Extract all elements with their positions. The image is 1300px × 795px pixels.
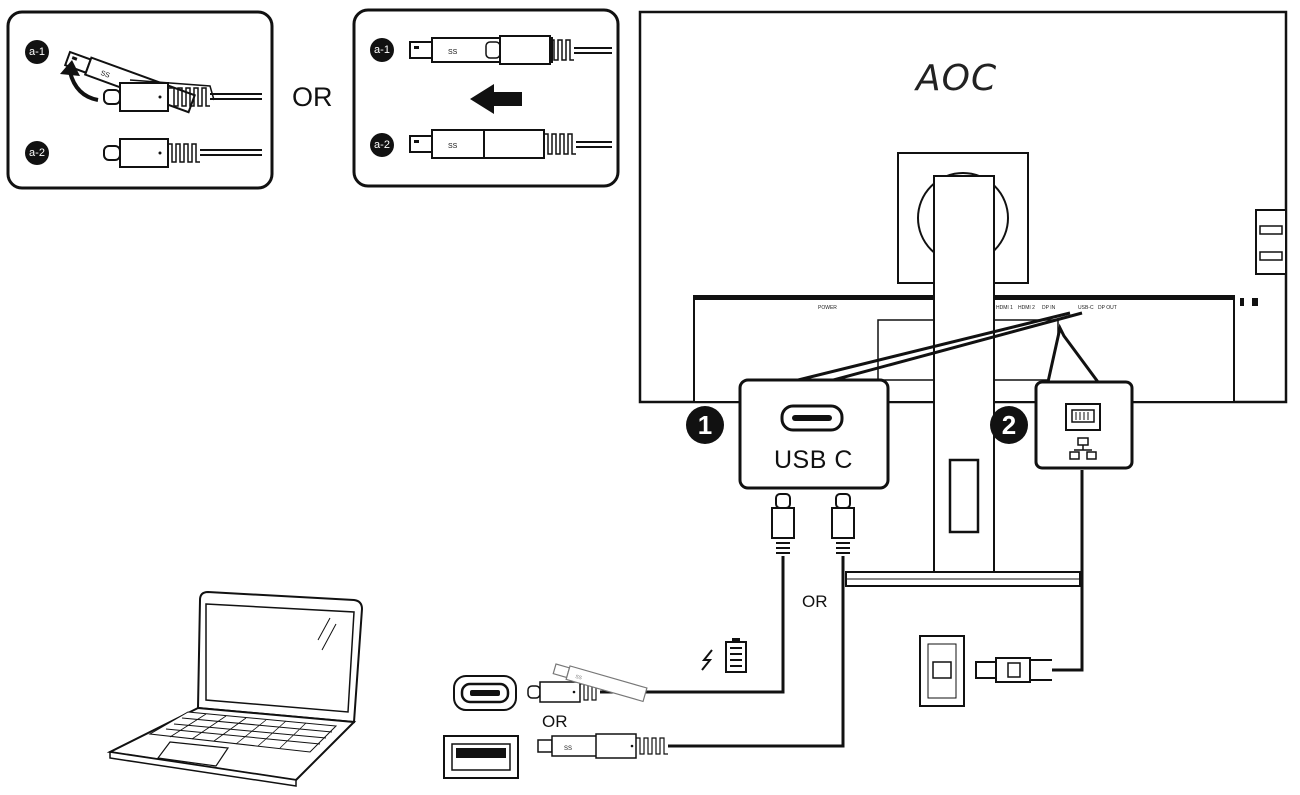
svg-text:SS: SS <box>448 49 458 56</box>
usb-c-plug-icon <box>103 79 262 112</box>
callout-number-1: 1 <box>686 406 724 444</box>
svg-text:SS: SS <box>574 674 583 682</box>
usb-c-cable <box>600 493 795 694</box>
network-icon <box>1069 437 1097 460</box>
lan-callout <box>1034 380 1134 470</box>
port-label-dp-in: DP IN <box>1042 305 1056 311</box>
step-badge-a1: a-1 <box>370 38 394 62</box>
usb-c-port-icon <box>453 675 517 711</box>
usb-c-plug-icon <box>103 138 262 168</box>
port-label-dp-out: DP OUT <box>1098 305 1117 311</box>
rj45-port-icon <box>1065 403 1101 431</box>
laptop-icon <box>106 590 364 787</box>
step-badge-a1: a-1 <box>25 40 49 64</box>
callout-number-2: 2 <box>990 406 1028 444</box>
arrow-icon <box>470 84 522 114</box>
monitor-back <box>638 10 1288 587</box>
brand-logo: AOC <box>916 58 998 99</box>
svg-text:SS: SS <box>564 746 572 752</box>
left-adapter-panel: SS <box>6 10 274 190</box>
step-badge-a2: a-2 <box>25 141 49 165</box>
svg-text:SS: SS <box>448 143 458 150</box>
port-label-hdmi1: HDMI 1 <box>996 305 1013 311</box>
port-label-hdmi2: HDMI 2 <box>1018 305 1035 311</box>
step-label: a-2 <box>29 147 45 159</box>
rj45-plug-icon <box>975 657 1052 683</box>
step-label: a-1 <box>29 46 45 58</box>
usb-c-callout <box>738 378 890 490</box>
battery-charging-icon <box>701 638 747 673</box>
usb-c-label: USB C <box>774 446 853 474</box>
usb-c-to-a-adapter-icon: SS <box>537 733 668 759</box>
or-cable-label: OR <box>802 592 828 611</box>
arrow-icon <box>68 71 99 102</box>
right-adapter-panel: SS SS <box>352 8 620 188</box>
or-separator-label: OR <box>292 82 333 112</box>
svg-text:SS: SS <box>99 70 110 80</box>
step-label: a-2 <box>374 139 390 151</box>
usb-c-cable <box>668 493 855 748</box>
step-label: a-1 <box>374 44 390 56</box>
port-label-power: POWER <box>818 305 837 311</box>
usb-c-to-a-adapter-icon: SS <box>409 129 612 159</box>
usb-a-port-icon <box>443 735 519 779</box>
usb-c-to-a-adapter-icon: SS <box>409 35 612 65</box>
step-badge-a2: a-2 <box>370 133 394 157</box>
or-host-port-label: OR <box>542 712 568 731</box>
lan-cable <box>1052 470 1084 672</box>
wall-lan-socket-icon <box>919 635 965 707</box>
monitor-stand-icon <box>845 175 1081 587</box>
port-label-usb-c: USB-C <box>1078 305 1094 311</box>
usb-c-plug-icon: SS <box>527 663 648 703</box>
